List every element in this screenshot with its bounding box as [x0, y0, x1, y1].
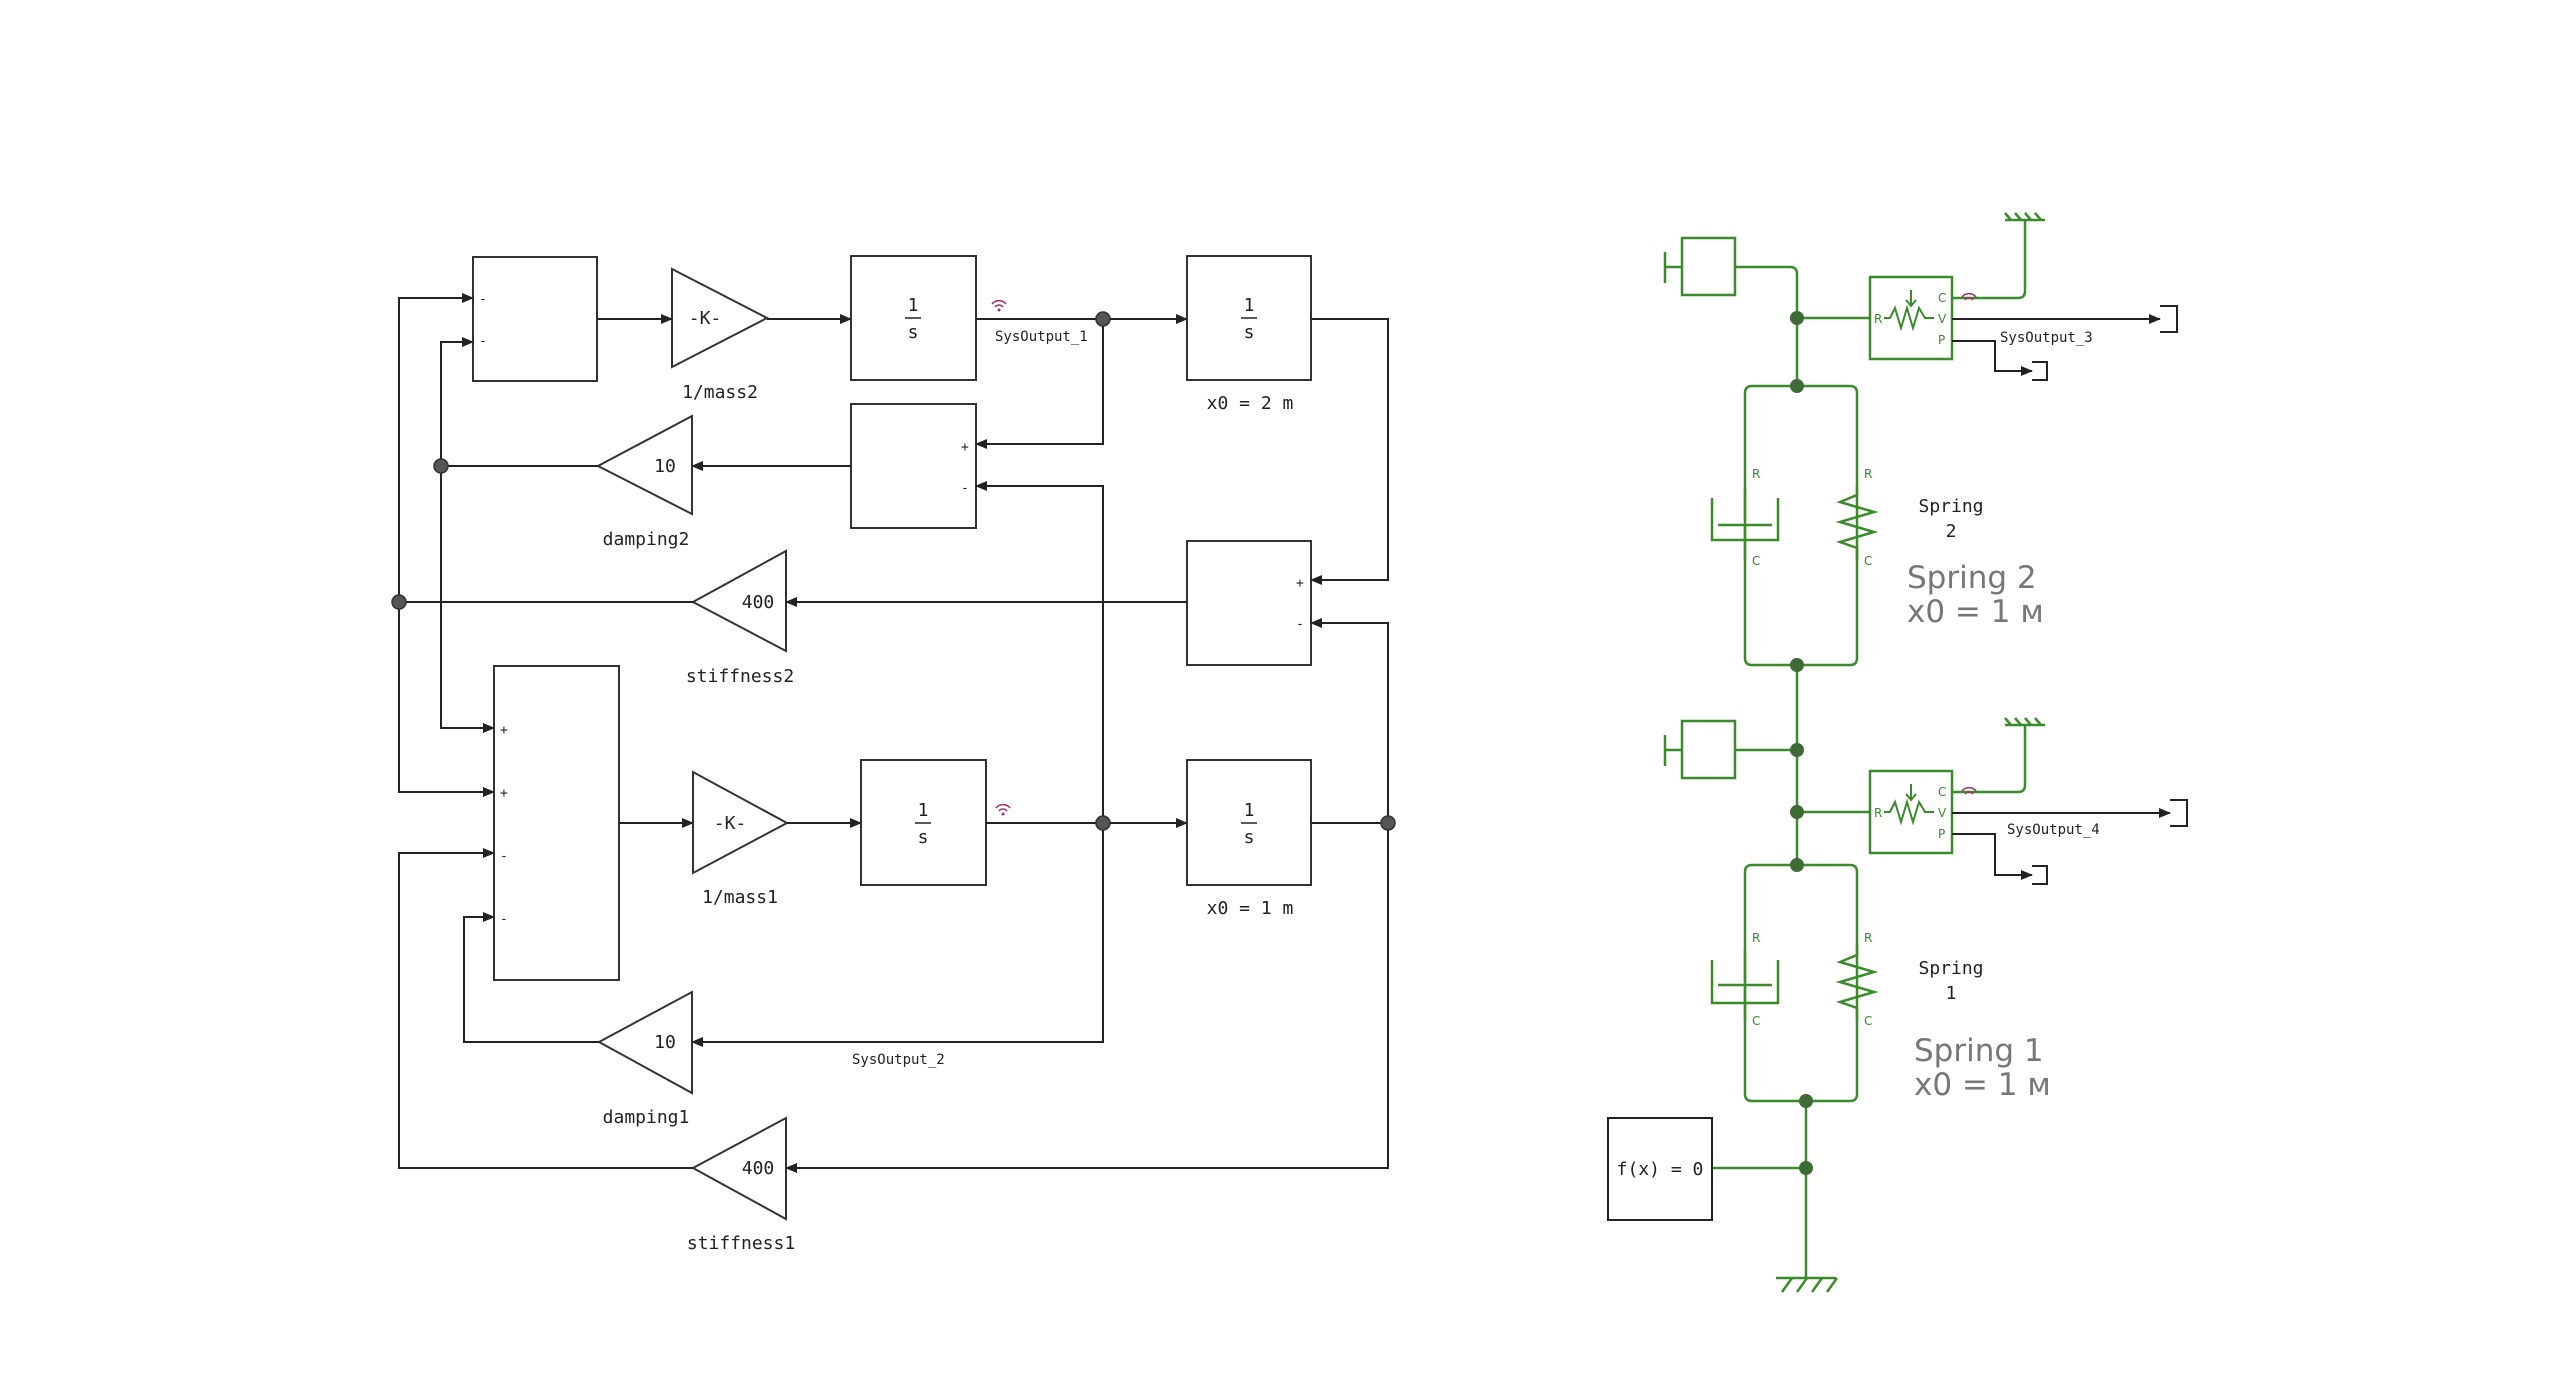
int-top1-num: 1 [908, 295, 919, 316]
sum-mass2-sign1: - [479, 292, 487, 307]
int-top1-den: s [908, 322, 919, 343]
port-r-spring2: R [1864, 467, 1872, 481]
junction-v2 [1095, 311, 1111, 327]
wifi-signal-icon[interactable] [995, 803, 1011, 816]
port-r-damper1: R [1752, 931, 1760, 945]
sum-stiff2-sign1: + [1296, 576, 1304, 591]
physical-nodes [1790, 311, 1813, 1175]
int-bot2-den: s [1244, 827, 1255, 848]
gain-stiffness2-text: 400 [742, 592, 775, 613]
mass-icon[interactable] [1663, 236, 1737, 297]
gain-mass2-text: -K- [689, 308, 722, 329]
int-bot1-num: 1 [918, 800, 929, 821]
gain-damping1[interactable] [596, 990, 693, 1095]
sensor1-port-r: R [1874, 806, 1882, 820]
spring2-name-2: 2 [1946, 521, 1957, 542]
sum-damp2-sign2: - [961, 481, 969, 496]
terminator-icon [2032, 361, 2048, 381]
damper-icon[interactable] [1710, 490, 1780, 560]
sum-damp2-sign1: + [961, 440, 969, 455]
wifi-signal-icon[interactable] [991, 299, 1007, 312]
sum-block-mass2[interactable] [472, 256, 598, 382]
gain-damping2-text: 10 [654, 456, 676, 477]
sum-mass1-sign2: + [500, 786, 508, 801]
spring2-annotation-2: x0 = 1 м [1907, 594, 2044, 630]
signal-out4: SysOutput_4 [2007, 822, 2100, 838]
port-c-spring2: C [1864, 554, 1872, 568]
spring2-name-1: Spring [1918, 496, 1983, 517]
wifi-signal-icon[interactable] [1961, 292, 1977, 301]
int-top2-num: 1 [1244, 295, 1255, 316]
gain-stiffness1-text: 400 [742, 1158, 775, 1179]
gain-stiffness1-label: stiffness1 [687, 1233, 795, 1254]
spring-icon[interactable] [1835, 946, 1879, 1020]
sensor1-port-p: P [1938, 827, 1945, 841]
sensor2-port-c: C [1938, 291, 1946, 305]
int-bot1-den: s [918, 827, 929, 848]
sum-mass1-sign1: + [500, 723, 508, 738]
port-c-spring1: C [1864, 1014, 1872, 1028]
ground-icon [2004, 717, 2045, 727]
physical-wires [1712, 220, 2027, 1278]
junction-v1 [1095, 815, 1111, 831]
sensor2-port-r: R [1874, 312, 1882, 326]
gain-damping1-label: damping1 [603, 1107, 690, 1128]
sum-mass1-sign4: - [500, 912, 508, 927]
port-c-damper2: C [1752, 554, 1760, 568]
gain-mass1-text: -K- [714, 813, 747, 834]
terminator-icon [2170, 799, 2188, 827]
solver-config-block[interactable] [1607, 1117, 1713, 1221]
sum-mass1-sign3: - [500, 849, 508, 864]
port-r-spring1: R [1864, 931, 1872, 945]
spring1-name-2: 1 [1946, 983, 1957, 1004]
port-c-damper1: C [1752, 1014, 1760, 1028]
ground-icon [2004, 212, 2045, 222]
spring1-name-1: Spring [1918, 958, 1983, 979]
gain-damping1-text: 10 [654, 1032, 676, 1053]
damper-icon[interactable] [1710, 950, 1780, 1020]
gain-mass2-label: 1/mass2 [682, 382, 758, 403]
sensor1-port-v: V [1938, 806, 1947, 820]
sum-stiff2-sign2: - [1296, 617, 1304, 632]
sensor-icon[interactable] [1868, 769, 1954, 855]
signal-out3: SysOutput_3 [2000, 330, 2093, 346]
junction-stiffness2 [391, 594, 407, 610]
port-r-damper2: R [1752, 467, 1760, 481]
sum-block-damping2[interactable] [850, 403, 977, 529]
solver-config-text: f(x) = 0 [1617, 1159, 1704, 1180]
int-top2-den: s [1244, 322, 1255, 343]
spring1-annotation-1: Spring 1 [1914, 1033, 2044, 1069]
x0-bottom-label: x0 = 1 m [1207, 898, 1294, 919]
sum-block-mass1[interactable] [493, 665, 620, 981]
sensor1-port-c: C [1938, 785, 1946, 799]
gain-damping2[interactable] [595, 414, 693, 516]
ground-icon [1776, 1276, 1839, 1293]
sum-mass2-sign2: - [479, 334, 487, 349]
x0-top-label: x0 = 2 m [1207, 393, 1294, 414]
sensor2-port-p: P [1938, 333, 1945, 347]
sensor-icon[interactable] [1868, 275, 1954, 361]
spring-icon[interactable] [1835, 486, 1879, 560]
mass-icon[interactable] [1663, 719, 1737, 780]
junction-x1 [1380, 815, 1396, 831]
spring2-annotation-1: Spring 2 [1907, 560, 2037, 596]
sum-block-stiffness2[interactable] [1186, 540, 1312, 666]
gain-damping2-label: damping2 [603, 529, 690, 550]
wifi-signal-icon[interactable] [1961, 786, 1977, 795]
sensor2-port-v: V [1938, 312, 1947, 326]
signal-out1: SysOutput_1 [995, 329, 1088, 345]
terminator-icon [2160, 305, 2178, 333]
signal-out2: SysOutput_2 [852, 1052, 945, 1068]
junction-damping2 [433, 458, 449, 474]
spring1-annotation-2: x0 = 1 м [1914, 1067, 2051, 1103]
int-bot2-num: 1 [1244, 800, 1255, 821]
terminator-icon [2032, 865, 2048, 885]
signal-wires [398, 293, 1389, 1173]
gain-stiffness2-label: stiffness2 [686, 666, 794, 687]
gain-mass1-label: 1/mass1 [702, 887, 778, 908]
